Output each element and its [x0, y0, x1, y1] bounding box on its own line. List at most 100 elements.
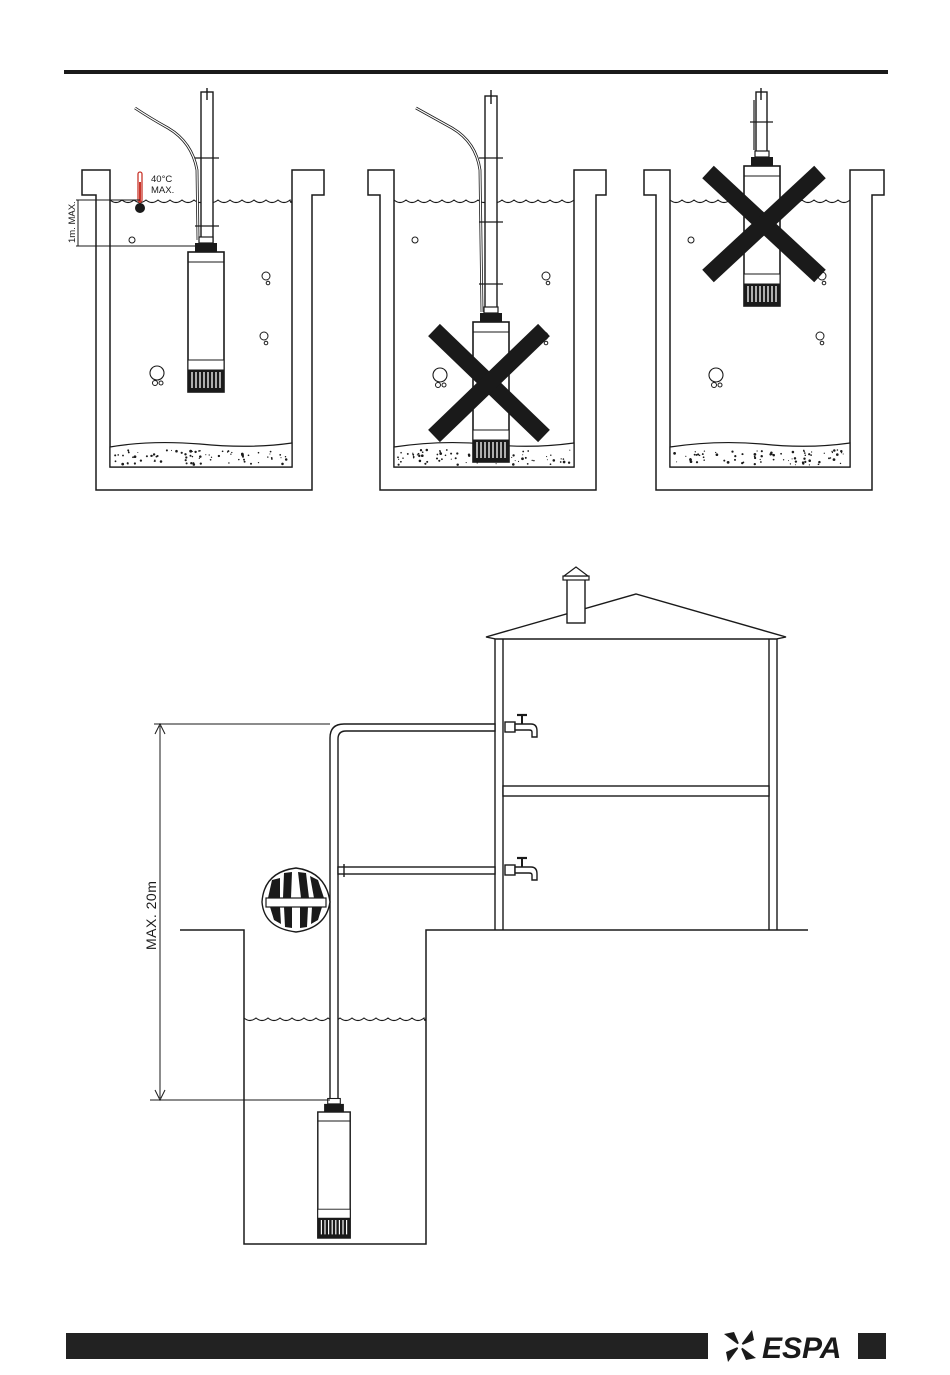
speckle — [175, 450, 178, 453]
speckle — [525, 457, 527, 459]
speckle — [515, 460, 516, 461]
speckle — [546, 456, 547, 457]
speckle — [451, 459, 452, 460]
speckle — [809, 464, 810, 465]
speckle — [426, 449, 429, 452]
speckle — [716, 453, 719, 456]
speckle — [833, 449, 836, 452]
speckle — [424, 463, 426, 465]
speckle — [704, 450, 705, 451]
speckle — [518, 461, 519, 462]
temperature-label-2: MAX. — [151, 185, 174, 196]
speckle — [563, 458, 565, 460]
speckle — [804, 461, 806, 463]
speckle — [227, 451, 228, 452]
speckle — [238, 459, 239, 460]
speckle — [209, 454, 210, 455]
pump — [188, 237, 224, 392]
speckle — [561, 458, 562, 459]
speckle — [281, 463, 284, 466]
speckle — [192, 456, 193, 457]
speckle — [400, 452, 402, 454]
speckle — [171, 450, 172, 451]
speckle — [792, 458, 793, 459]
speckle — [279, 454, 281, 456]
speckle — [734, 455, 736, 457]
speckle — [450, 453, 452, 455]
speckle — [841, 452, 842, 453]
speckle — [200, 462, 202, 464]
speckle — [690, 460, 693, 463]
speckle — [676, 461, 677, 462]
speckle — [418, 455, 420, 457]
speckle — [560, 461, 562, 463]
speckle — [422, 451, 424, 453]
speckle — [436, 457, 438, 459]
speckle — [734, 459, 736, 461]
espa-logo-icon — [724, 1330, 756, 1362]
speckle — [186, 462, 188, 464]
speckle — [527, 450, 529, 452]
speckle — [547, 459, 548, 460]
speckle — [280, 457, 281, 458]
lower-tap-icon — [505, 858, 537, 880]
house — [486, 567, 786, 930]
speckle — [244, 461, 246, 463]
speckle — [811, 451, 812, 452]
speckle — [836, 453, 839, 456]
speckle — [258, 462, 259, 463]
speckle — [818, 461, 820, 463]
speckle — [211, 457, 212, 458]
speckle — [134, 455, 137, 458]
speckle — [550, 454, 551, 455]
speckle — [132, 456, 134, 458]
speckle — [754, 463, 756, 465]
speckle — [122, 455, 124, 457]
speckle — [702, 453, 704, 455]
speckle — [243, 459, 245, 461]
speckle — [511, 457, 512, 458]
speckle — [189, 450, 192, 453]
water-surface — [394, 200, 574, 203]
speckle — [456, 452, 458, 454]
speckle — [114, 454, 116, 456]
speckle — [150, 455, 152, 457]
speckle — [550, 463, 552, 465]
riser-pipe — [201, 92, 213, 244]
speckle — [731, 450, 733, 452]
top-rule — [64, 70, 888, 74]
speckle — [808, 453, 810, 455]
speckle — [783, 459, 784, 460]
speckle — [137, 452, 138, 453]
speckle — [695, 451, 696, 452]
speckle — [843, 453, 844, 454]
thermometer-icon — [135, 172, 145, 213]
speckle — [673, 452, 676, 455]
speckle — [760, 461, 762, 463]
speckle — [166, 449, 168, 451]
speckle — [512, 463, 515, 466]
speckle — [258, 452, 260, 454]
supply-pipe — [330, 724, 495, 1102]
speckle — [439, 452, 442, 455]
speckle — [771, 454, 772, 455]
speckle — [199, 455, 202, 458]
speckle — [723, 460, 725, 462]
speckle — [184, 453, 186, 455]
speckle — [242, 456, 244, 458]
speckle — [794, 457, 796, 459]
speckle — [532, 460, 533, 461]
chimney — [567, 578, 585, 623]
speckle — [837, 449, 839, 451]
speckle — [808, 459, 811, 462]
speckle — [127, 463, 128, 464]
speckle — [193, 463, 196, 466]
speckle — [685, 456, 686, 457]
diagram-house-supply: MAX. 20m — [143, 567, 808, 1244]
speckle — [267, 456, 268, 457]
speckle — [441, 458, 443, 460]
speckle — [840, 463, 841, 464]
speckle — [553, 459, 556, 462]
speckle — [398, 459, 399, 460]
